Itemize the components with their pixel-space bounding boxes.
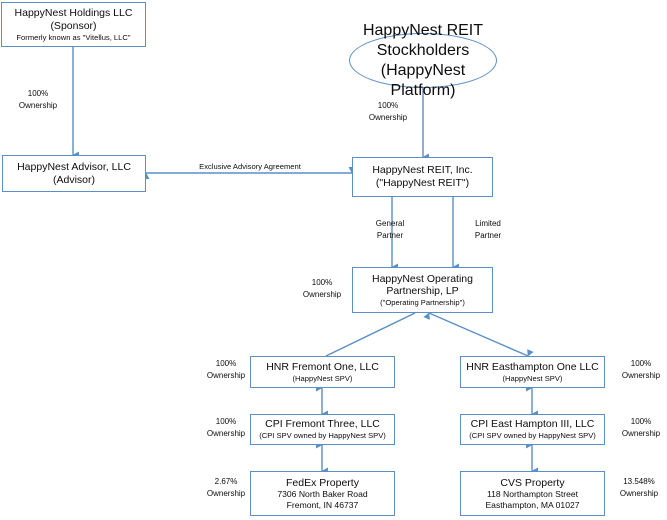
label-cpi-east-hampton-ownership: Ownership [621, 428, 661, 438]
label-stockholders-to-reit: 100% Ownership [358, 100, 418, 123]
label-fedex-pct: 2.67% [214, 477, 238, 486]
label-gp-partner: Partner [376, 230, 404, 240]
label-stockholders-ownership: Ownership [368, 112, 408, 122]
holdings-line3: Formerly known as "Vitellus, LLC" [16, 32, 131, 42]
cpi-fremont-line2: (CPI SPV owned by HappyNest SPV) [259, 431, 386, 441]
label-fremont-to-cpi: 100% Ownership [196, 416, 256, 439]
label-cpi-to-fedex: 2.67% Ownership [196, 476, 256, 499]
label-op-pct: 100% [311, 278, 333, 287]
reit-line1: HappyNest REIT, Inc. [372, 164, 473, 177]
op-line2: Partnership, LP [386, 285, 459, 298]
label-cpi-east-hampton-pct: 100% [630, 417, 652, 426]
label-cvs-ownership: Ownership [619, 488, 659, 498]
edge-op-to-hnr-easthampton [423, 312, 534, 357]
label-holdings-pct: 100% [27, 89, 49, 98]
stockholders-line3: (HappyNest Platform) [380, 61, 466, 99]
advisor-line2: (Advisor) [52, 173, 95, 186]
edge-op-to-hnr-fremont [325, 306, 416, 363]
hnr-fremont-line1: HNR Fremont One, LLC [266, 360, 379, 373]
label-limited-partner: Limited Partner [458, 218, 518, 241]
label-cpi-to-cvs: 13.548% Ownership [608, 476, 667, 499]
label-hnr-fremont-pct: 100% [215, 359, 237, 368]
node-happynest-holdings[interactable]: HappyNest Holdings LLC (Sponsor) Formerl… [1, 2, 146, 47]
node-operating-partnership[interactable]: HappyNest Operating Partnership, LP ("Op… [352, 267, 493, 313]
label-hnr-fremont-ownership: Ownership [206, 370, 246, 380]
holdings-line1: HappyNest Holdings LLC [14, 7, 133, 20]
fedex-line2: 7306 North Baker Road [277, 489, 368, 500]
cvs-line2: 118 Northampton Street [486, 489, 579, 500]
cpi-east-hampton-line2: (CPI SPV owned by HappyNest SPV) [469, 431, 596, 441]
label-op-to-hnr-fremont: 100% Ownership [196, 358, 256, 381]
cvs-line1: CVS Property [500, 476, 565, 489]
label-fedex-ownership: Ownership [206, 488, 246, 498]
label-op-ownership: Ownership [302, 289, 342, 299]
node-hnr-easthampton-one[interactable]: HNR Easthampton One LLC (HappyNest SPV) [460, 356, 605, 388]
label-hnr-easthampton-pct: 100% [630, 359, 652, 368]
label-holdings-ownership: Ownership [18, 100, 58, 110]
hnr-easthampton-line2: (HappyNest SPV) [502, 373, 563, 383]
op-line3: ("Operating Partnership") [380, 298, 465, 308]
advisor-line1: HappyNest Advisor, LLC [17, 160, 131, 173]
node-happynest-reit-inc[interactable]: HappyNest REIT, Inc. ("HappyNest REIT") [352, 157, 493, 197]
label-hnr-easthampton-ownership: Ownership [621, 370, 661, 380]
op-line1: HappyNest Operating [372, 272, 473, 285]
node-cpi-east-hampton-iii[interactable]: CPI East Hampton III, LLC (CPI SPV owned… [460, 414, 605, 445]
cpi-east-hampton-line1: CPI East Hampton III, LLC [470, 418, 595, 431]
fedex-line3: Fremont, IN 46737 [286, 499, 359, 510]
label-cpi-fremont-pct: 100% [215, 417, 237, 426]
label-limited: Limited [475, 219, 501, 228]
hnr-easthampton-line1: HNR Easthampton One LLC [466, 360, 599, 373]
cpi-fremont-line1: CPI Fremont Three, LLC [265, 418, 380, 431]
label-lp-partner: Partner [474, 230, 502, 240]
label-stockholders-pct: 100% [377, 101, 399, 110]
fedex-line1: FedEx Property [286, 476, 359, 489]
label-general: General [375, 219, 405, 228]
label-holdings-to-advisor: 100% Ownership [8, 88, 68, 111]
label-cvs-pct: 13.548% [623, 477, 655, 486]
node-cvs-property[interactable]: CVS Property 118 Northampton Street East… [460, 471, 605, 516]
stockholders-line1: HappyNest REIT [362, 21, 484, 39]
hnr-fremont-line2: (HappyNest SPV) [292, 373, 353, 383]
label-easthampton-to-cpi: 100% Ownership [611, 416, 667, 439]
label-cpi-fremont-ownership: Ownership [206, 428, 246, 438]
cvs-line3: Easthampton, MA 01027 [485, 499, 580, 510]
reit-line2: ("HappyNest REIT") [375, 177, 470, 189]
node-cpi-fremont-three[interactable]: CPI Fremont Three, LLC (CPI SPV owned by… [250, 414, 395, 445]
node-happynest-reit-stockholders[interactable]: HappyNest REIT Stockholders (HappyNest P… [349, 22, 497, 99]
label-exclusive-advisory-agreement: Exclusive Advisory Agreement [199, 162, 301, 171]
label-op-to-hnr-easthampton: 100% Ownership [611, 358, 667, 381]
label-reit-to-op: 100% Ownership [292, 277, 352, 300]
stockholders-line2: Stockholders [376, 41, 470, 59]
node-happynest-advisor[interactable]: HappyNest Advisor, LLC (Advisor) [2, 155, 146, 192]
label-general-partner: General Partner [360, 218, 420, 241]
node-hnr-fremont-one[interactable]: HNR Fremont One, LLC (HappyNest SPV) [250, 356, 395, 388]
node-fedex-property[interactable]: FedEx Property 7306 North Baker Road Fre… [250, 471, 395, 516]
holdings-line2: (Sponsor) [50, 19, 97, 32]
